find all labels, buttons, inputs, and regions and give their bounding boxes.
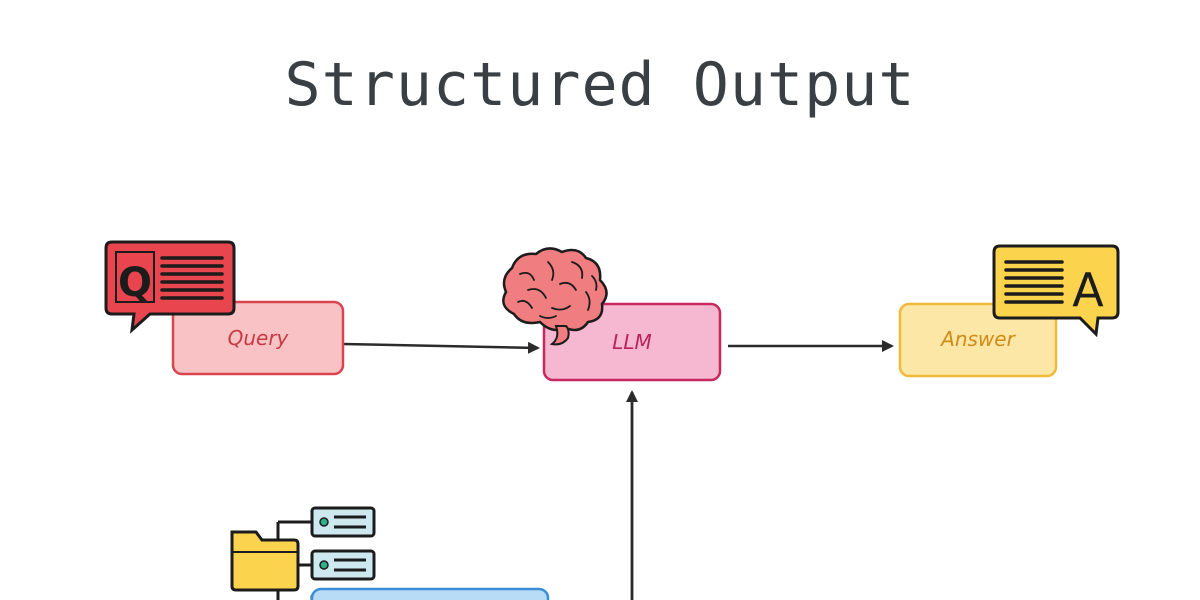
query-label: Query bbox=[228, 326, 290, 350]
schema-node bbox=[310, 587, 550, 600]
llm-label: LLM bbox=[612, 330, 652, 354]
answer-label: Answer bbox=[939, 327, 1016, 351]
query-icon-letter: Q bbox=[118, 260, 152, 306]
query-node: Query bbox=[171, 300, 345, 376]
answer-document-bubble-icon: A bbox=[992, 244, 1120, 338]
page-title: Structured Output bbox=[284, 50, 916, 120]
tree-node-2 bbox=[310, 549, 376, 581]
tree-node-1 bbox=[310, 506, 376, 538]
answer-node: Answer bbox=[898, 302, 1058, 378]
folder-tree-icon bbox=[230, 506, 376, 600]
brain-icon bbox=[502, 247, 608, 346]
question-document-bubble-icon: Q bbox=[104, 240, 236, 334]
answer-icon-letter: A bbox=[1072, 263, 1104, 317]
arrow-query-to-llm bbox=[342, 341, 540, 354]
